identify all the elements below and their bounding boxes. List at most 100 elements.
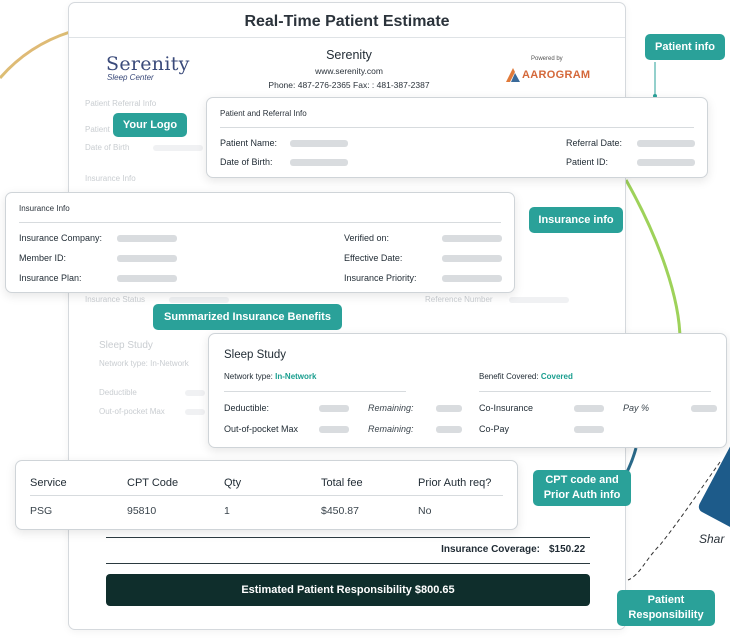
patient-name-value	[290, 140, 348, 147]
co-pay-value	[574, 426, 604, 433]
bg-label: Deductible	[99, 388, 137, 397]
network-type-value: In-Network	[275, 372, 317, 381]
co-insurance-label: Co-Insurance	[479, 403, 534, 413]
column-header-service: Service	[30, 477, 67, 489]
aarogram-logo: AAROGRAM	[506, 67, 596, 83]
insurance-info-card: Insurance Info Insurance Company: Member…	[5, 192, 515, 293]
bg-label: Patient Referral Info	[85, 99, 157, 108]
oop-max-value	[319, 426, 349, 433]
bg-placeholder	[509, 297, 569, 303]
patient-id-value	[637, 159, 695, 166]
insurance-priority-value	[442, 275, 502, 282]
insurance-plan-value	[117, 275, 177, 282]
aarogram-mark-icon	[506, 68, 520, 82]
deductible-remaining-value	[436, 405, 462, 412]
patient-name-label: Patient Name:	[220, 138, 278, 148]
bg-label: Insurance Status	[85, 295, 146, 304]
card-heading: Patient and Referral Info	[220, 109, 307, 118]
verified-on-value	[442, 235, 502, 242]
column-header-qty: Qty	[224, 477, 242, 489]
callout-summarized-benefits: Summarized Insurance Benefits	[153, 304, 342, 330]
column-header-prior-auth: Prior Auth req?	[418, 477, 492, 489]
insurance-plan-label: Insurance Plan:	[19, 273, 82, 283]
deductible-value	[319, 405, 349, 412]
table-cell-cpt-code: 95810	[127, 505, 157, 517]
pay-percent-label: Pay %	[623, 403, 650, 413]
card-divider	[479, 391, 711, 392]
powered-by-label: Powered by	[531, 56, 563, 62]
bg-label: Patient	[85, 125, 110, 134]
effective-date-label: Effective Date:	[344, 253, 403, 263]
clinic-logo-subtitle: Sleep Center	[107, 73, 154, 82]
dob-label: Date of Birth:	[220, 157, 273, 167]
title-divider	[69, 37, 625, 38]
oop-remaining-value	[436, 426, 462, 433]
network-type-label: Network type:	[224, 372, 273, 381]
bg-label: Sleep Study	[99, 340, 153, 351]
clinic-contact: Phone: 487-276-2365 Fax: : 481-387-2387	[268, 80, 430, 90]
network-type-line: Network type: In-Network	[224, 372, 316, 381]
bg-label: Reference Number	[425, 295, 493, 304]
bg-label: Date of Birth	[85, 143, 130, 152]
insurance-coverage-label: Insurance Coverage:	[441, 544, 540, 555]
member-id-value	[117, 255, 177, 262]
column-header-cpt-code: CPT Code	[127, 477, 179, 489]
coverage-divider	[106, 563, 590, 564]
pay-percent-value	[691, 405, 717, 412]
callout-cpt-line1: CPT code and	[545, 474, 619, 486]
table-header-divider	[30, 495, 503, 496]
co-insurance-value	[574, 405, 604, 412]
callout-resp-line2: Responsibility	[628, 609, 704, 621]
benefit-covered-label: Benefit Covered:	[479, 372, 539, 381]
deductible-label: Deductible:	[224, 403, 270, 413]
callout-resp-line1: Patient	[647, 594, 685, 606]
bg-placeholder	[153, 145, 203, 151]
patient-id-label: Patient ID:	[566, 157, 609, 167]
callout-patient-info: Patient info	[645, 34, 725, 60]
table-cell-total-fee: $450.87	[321, 505, 359, 517]
referral-date-value	[637, 140, 695, 147]
benefit-covered-line: Benefit Covered: Covered	[479, 372, 573, 381]
dob-value	[290, 159, 348, 166]
estimated-responsibility-bar: Estimated Patient Responsibility $800.65	[106, 574, 590, 606]
verified-on-label: Verified on:	[344, 233, 390, 243]
card-divider	[224, 391, 406, 392]
shared-document-card	[696, 438, 730, 538]
bg-placeholder	[185, 390, 205, 396]
insurance-company-value	[117, 235, 177, 242]
sleep-study-benefits-card: Sleep Study Network type: In-Network Ben…	[208, 333, 727, 448]
callout-cpt-prior-auth: CPT code and Prior Auth info	[533, 470, 631, 506]
co-pay-label: Co-Pay	[479, 424, 510, 434]
callout-insurance-info: Insurance info	[529, 207, 623, 233]
bg-label: Out-of-pocket Max	[99, 407, 165, 416]
callout-patient-responsibility: Patient Responsibility	[617, 590, 715, 626]
insurance-company-label: Insurance Company:	[19, 233, 103, 243]
aarogram-brand: AAROGRAM	[522, 69, 591, 81]
card-divider	[220, 127, 694, 128]
deductible-remaining-label: Remaining:	[368, 403, 414, 413]
share-text: Shar	[699, 532, 725, 546]
column-header-total-fee: Total fee	[321, 477, 363, 489]
bg-placeholder	[185, 409, 205, 415]
callout-cpt-line2: Prior Auth info	[543, 489, 621, 501]
clinic-website: www.serenity.com	[315, 66, 383, 76]
member-id-label: Member ID:	[19, 253, 67, 263]
oop-remaining-label: Remaining:	[368, 424, 414, 434]
benefit-covered-value: Covered	[540, 372, 573, 381]
coverage-divider	[106, 537, 590, 538]
callout-your-logo: Your Logo	[113, 113, 187, 137]
card-heading: Insurance Info	[19, 204, 70, 213]
clinic-logo: Serenity	[106, 53, 190, 75]
card-divider	[19, 222, 501, 223]
sleep-study-title: Sleep Study	[224, 349, 287, 361]
patient-referral-card: Patient and Referral Info Patient Name: …	[206, 97, 708, 178]
table-cell-service: PSG	[30, 505, 53, 517]
table-cell-prior-auth: No	[418, 505, 432, 517]
sheet-title: Real-Time Patient Estimate	[244, 13, 450, 30]
referral-date-label: Referral Date:	[566, 138, 623, 148]
bg-placeholder	[169, 297, 229, 303]
insurance-priority-label: Insurance Priority:	[344, 273, 417, 283]
oop-max-label: Out-of-pocket Max	[224, 424, 299, 434]
clinic-name: Serenity	[326, 48, 372, 62]
effective-date-value	[442, 255, 502, 262]
